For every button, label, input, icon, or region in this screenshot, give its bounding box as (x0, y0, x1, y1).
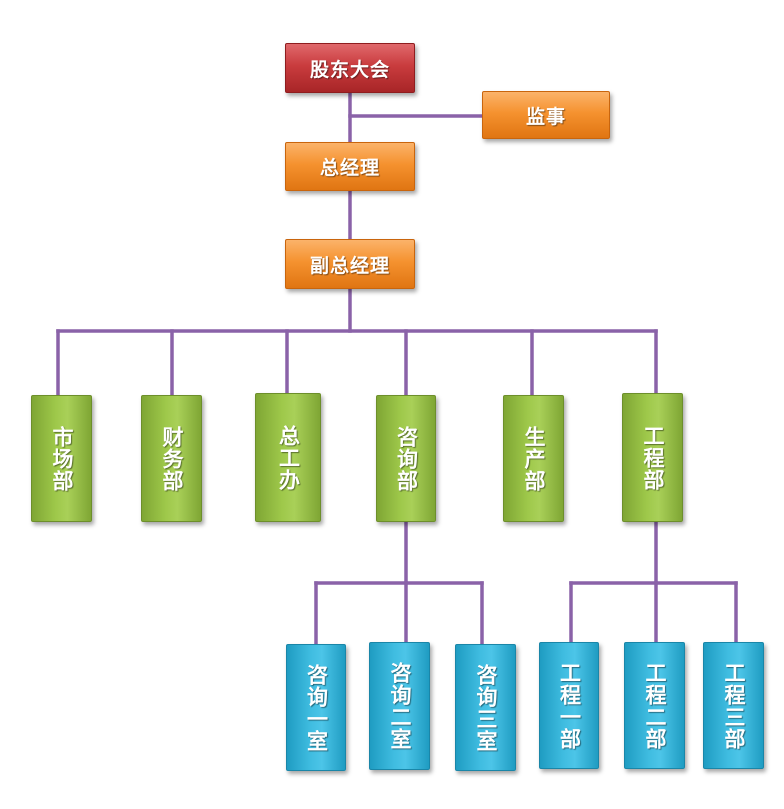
consulting-room3-node: 咨询三室 (455, 644, 516, 771)
engineering-unit2-node: 工程二部 (624, 642, 685, 769)
consulting-room1-node: 咨询一室 (286, 644, 346, 771)
general-manager-node: 总经理 (285, 142, 415, 191)
engineering-unit2-label: 工程二部 (643, 661, 667, 750)
market-department-label: 市场部 (50, 425, 74, 492)
consulting-department-node: 咨询部 (376, 395, 436, 522)
supervisor-node: 监事 (482, 91, 610, 139)
consulting-room3-label: 咨询三室 (474, 663, 498, 752)
consulting-room2-label: 咨询二室 (388, 662, 412, 750)
deputy-general-manager-node: 副总经理 (285, 239, 415, 289)
engineering-unit3-label: 工程三部 (722, 661, 746, 750)
general-manager-label: 总经理 (319, 157, 380, 179)
engineering-department-node: 工程部 (622, 393, 683, 522)
engineering-department-label: 工程部 (641, 424, 665, 491)
consulting-room1-label: 咨询一室 (304, 663, 329, 752)
engineering-unit1-node: 工程一部 (539, 642, 599, 769)
market-department-node: 市场部 (31, 395, 92, 522)
finance-department-node: 财务部 (141, 395, 202, 522)
shareholders-node: 股东大会 (285, 43, 415, 93)
shareholders-label: 股东大会 (309, 58, 390, 81)
chief-engineer-office-node: 总工办 (255, 393, 321, 522)
production-department-node: 生产部 (503, 395, 564, 522)
finance-department-label: 财务部 (160, 425, 184, 492)
consulting-room2-node: 咨询二室 (369, 642, 430, 770)
production-department-label: 生产部 (522, 425, 546, 492)
supervisor-label: 监事 (525, 105, 566, 128)
engineering-unit1-label: 工程一部 (557, 661, 582, 750)
chief-engineer-office-label: 总工办 (276, 424, 301, 491)
consulting-department-label: 咨询部 (394, 425, 419, 492)
deputy-general-manager-label: 副总经理 (309, 254, 390, 277)
engineering-unit3-node: 工程三部 (703, 642, 764, 769)
